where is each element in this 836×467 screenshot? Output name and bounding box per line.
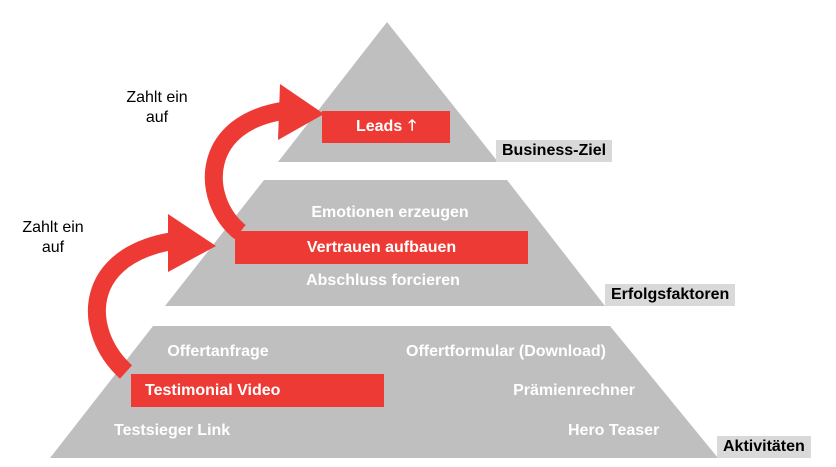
item-testsieger-link: Testsieger Link	[114, 422, 231, 439]
arrow-head-lower	[168, 214, 216, 272]
tag-business-ziel: Business-Ziel	[496, 140, 613, 162]
pyramid-tier-bottom	[50, 326, 718, 458]
curved-arrow-lower	[88, 231, 182, 379]
testimonial-video-highlight: Testimonial Video	[131, 374, 384, 407]
item-hero-teaser: Hero Teaser	[568, 422, 660, 439]
leads-highlight: Leads 🡑	[322, 111, 450, 143]
note-lower-line2: auf	[41, 239, 65, 256]
note-upper-line2: auf	[145, 109, 169, 126]
item-abschluss-forcieren: Abschluss forcieren	[306, 272, 460, 289]
note-lower-line1: Zahlt ein	[22, 219, 84, 236]
note-upper-line1: Zahlt ein	[126, 89, 188, 106]
tag-aktivitaeten: Aktivitäten	[717, 436, 811, 458]
item-offertanfrage: Offertanfrage	[167, 343, 269, 360]
arrow-up-icon: 🡑	[408, 116, 417, 134]
item-praemienrechner: Prämienrechner	[513, 382, 635, 399]
vertrauen-highlight: Vertrauen aufbauen	[235, 231, 528, 264]
item-offertformular: Offertformular (Download)	[406, 343, 606, 360]
note-lower: Zahlt ein auf	[8, 218, 98, 258]
tag-erfolgsfaktoren: Erfolgsfaktoren	[605, 284, 736, 306]
curved-arrow-upper	[204, 101, 292, 240]
leads-label: Leads	[355, 118, 403, 135]
note-upper: Zahlt ein auf	[112, 88, 202, 128]
item-emotionen-erzeugen: Emotionen erzeugen	[311, 204, 469, 221]
arrow-head-upper	[278, 84, 324, 140]
